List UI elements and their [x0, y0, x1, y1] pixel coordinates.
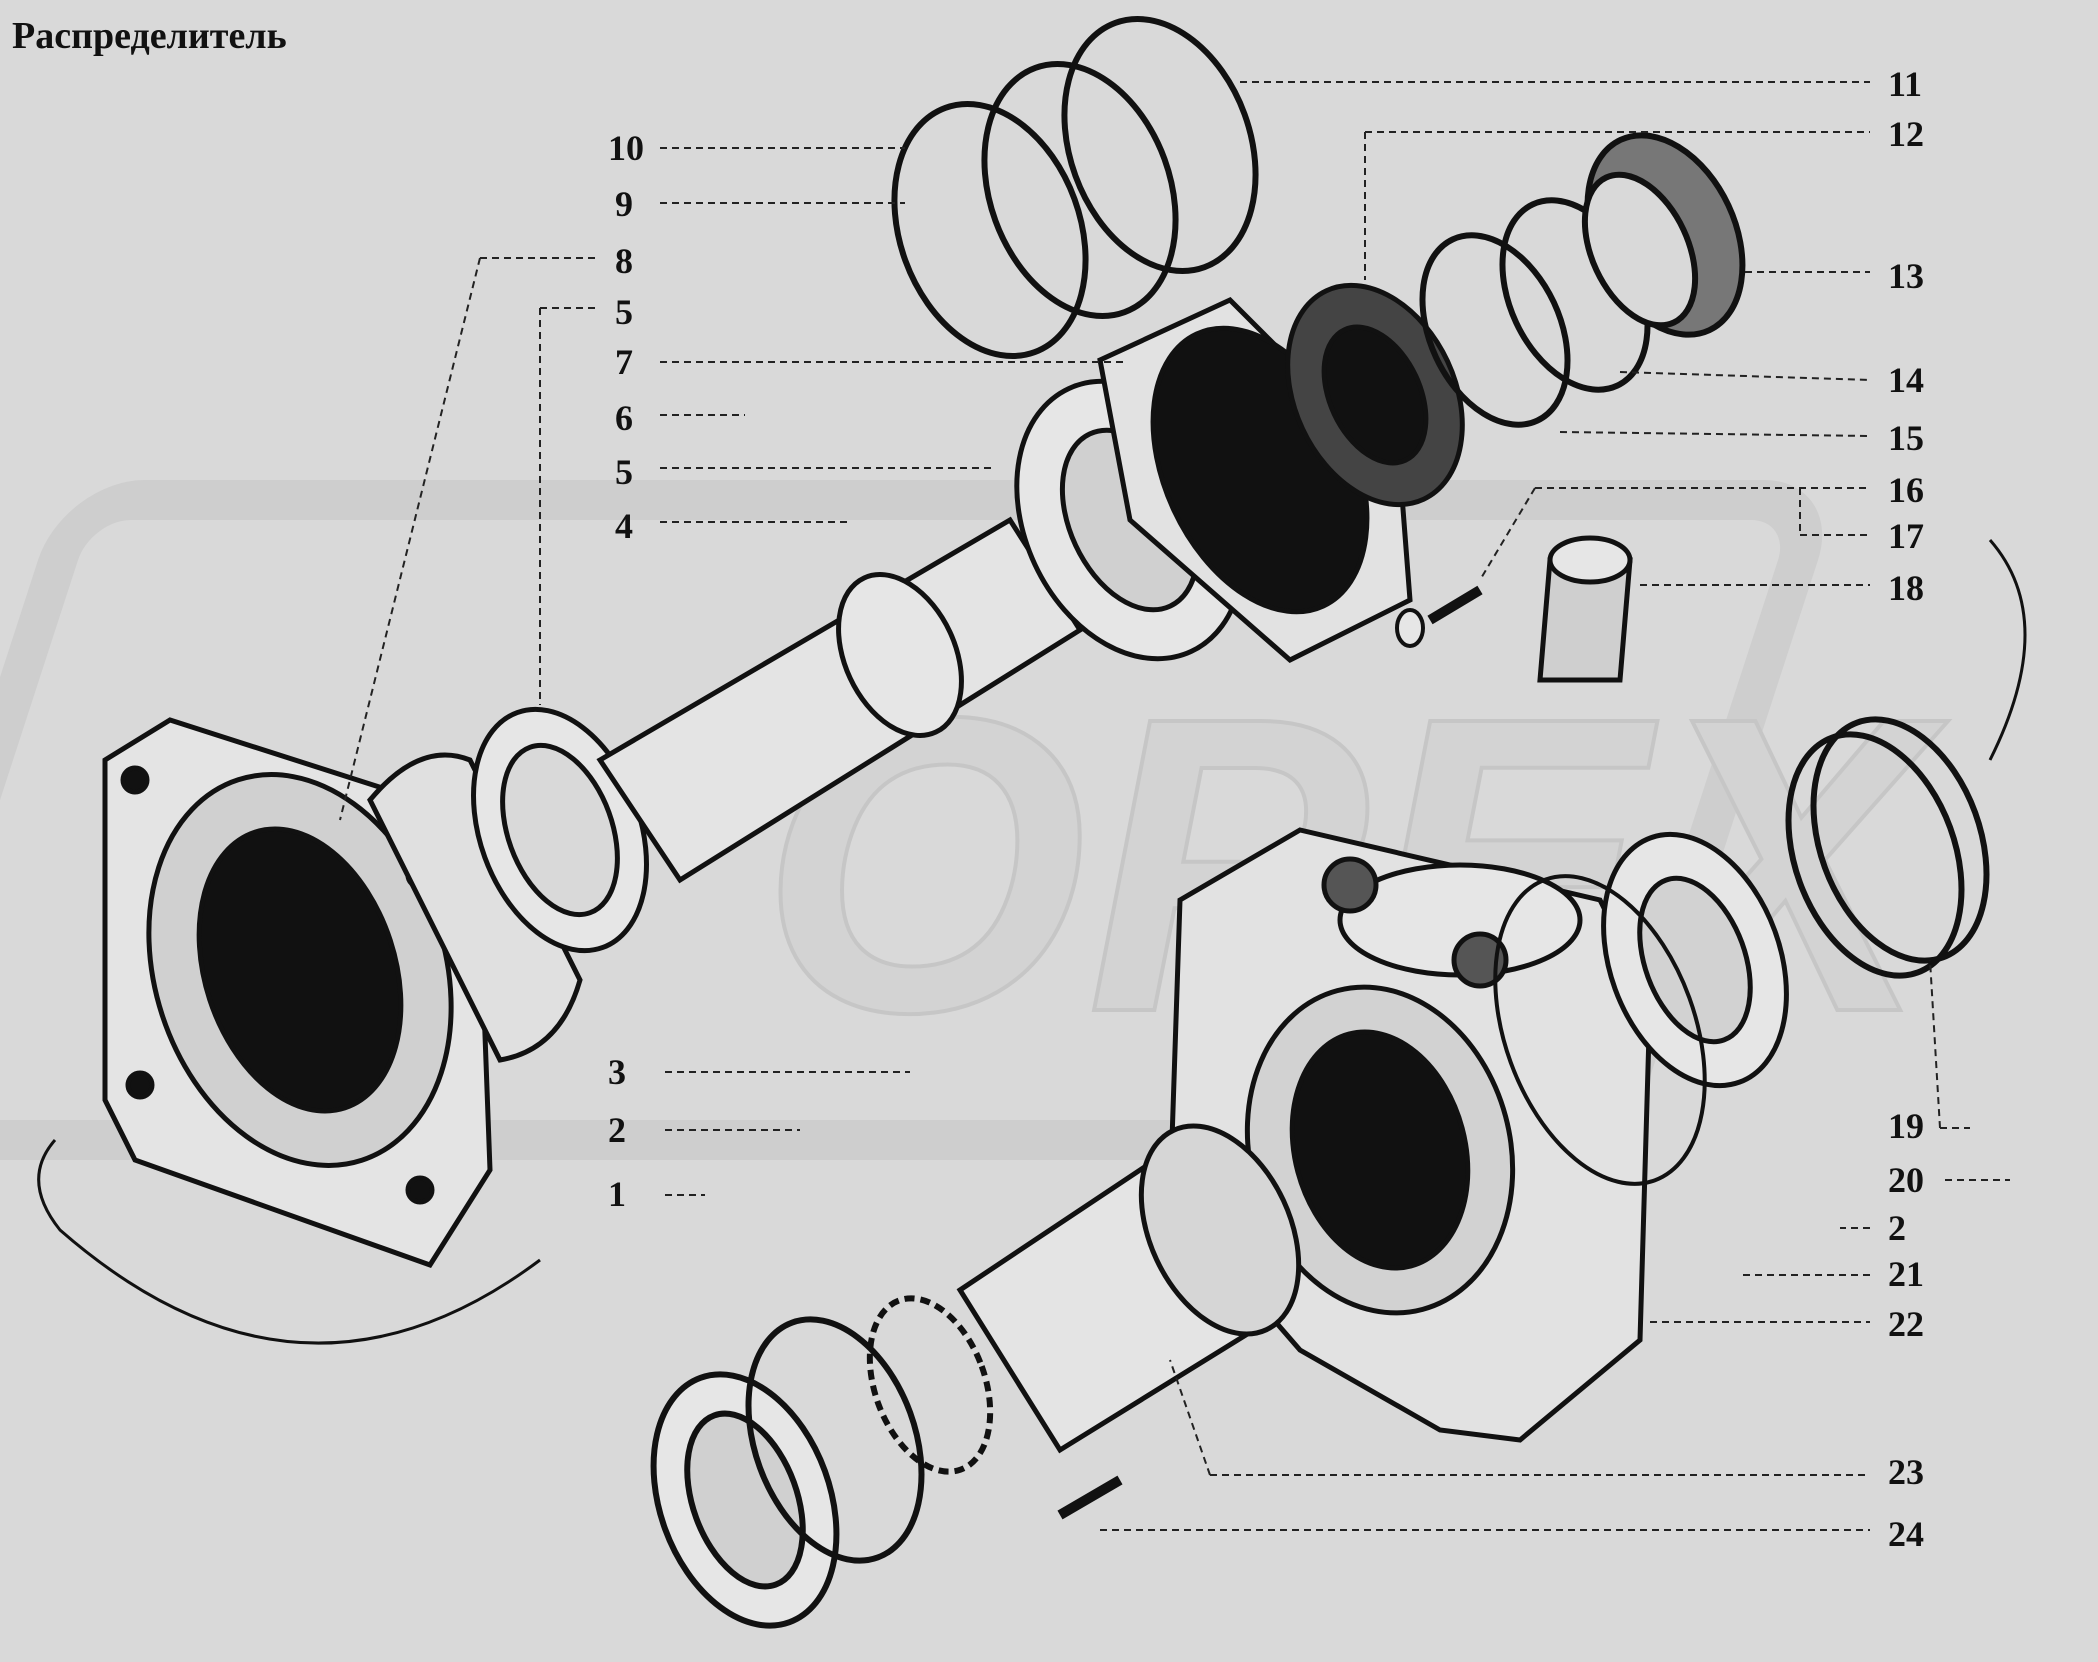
callout-label: 5 [615, 452, 633, 492]
callout-21: 21 [1740, 1254, 1924, 1294]
callout-label: 9 [615, 184, 633, 224]
callout-6: 6 [615, 398, 745, 438]
callout-label: 15 [1888, 418, 1924, 458]
callout-2a: 2 [608, 1110, 800, 1150]
flange-housing [102, 717, 583, 1269]
leader-line [339, 257, 481, 821]
rings-9-10-11 [891, 16, 1259, 359]
spool-23 [956, 1123, 1302, 1454]
callout-label: 24 [1888, 1514, 1924, 1554]
callout-label: 21 [1888, 1254, 1924, 1294]
bearing-left [471, 706, 649, 954]
callout-label: 19 [1888, 1106, 1924, 1146]
cap-13 [1581, 132, 1746, 338]
callout-label: 5 [615, 292, 633, 332]
callout-5b: 5 [615, 452, 995, 492]
callout-10: 10 [608, 128, 905, 168]
callout-label: 7 [615, 342, 633, 382]
pin-24 [1057, 1475, 1123, 1520]
callout-7: 7 [615, 342, 1125, 382]
fitting-18 [1537, 535, 1633, 683]
rotation-arrows [37, 539, 2027, 1345]
leader-line [1619, 371, 1871, 381]
callout-17: 17 [1799, 488, 1924, 556]
leader-line [1169, 1359, 1211, 1476]
callout-label: 17 [1888, 516, 1924, 556]
callout-label: 13 [1888, 256, 1924, 296]
callout-label: 3 [608, 1052, 626, 1092]
callout-label: 22 [1888, 1304, 1924, 1344]
callout-12: 12 [1364, 114, 1924, 280]
callout-24: 24 [1100, 1514, 1924, 1554]
shaft [596, 516, 1084, 884]
callout-label: 11 [1888, 64, 1922, 104]
callout-label: 23 [1888, 1452, 1924, 1492]
callout-18: 18 [1640, 568, 1924, 608]
callout-9: 9 [615, 184, 905, 224]
nut-washer-gear [650, 1295, 994, 1629]
callout-1: 1 [608, 1174, 705, 1214]
callout-label: 6 [615, 398, 633, 438]
callout-label: 4 [615, 506, 633, 546]
callout-19: 19 [1888, 959, 1970, 1146]
callout-4: 4 [615, 506, 850, 546]
leader-line [1479, 487, 1536, 581]
callout-2b: 2 [1840, 1208, 1906, 1248]
callout-label: 10 [608, 128, 644, 168]
callout-14: 14 [1619, 360, 1924, 400]
callout-label: 12 [1888, 114, 1924, 154]
callout-11: 11 [1240, 64, 1922, 104]
callout-label: 16 [1888, 470, 1924, 510]
callout-label: 14 [1888, 360, 1924, 400]
callout-23: 23 [1169, 1359, 1924, 1492]
callout-label: 1 [608, 1174, 626, 1214]
leader-line [1559, 431, 1871, 437]
callout-label: 18 [1888, 568, 1924, 608]
callout-13: 13 [1745, 256, 1924, 296]
callout-label: 8 [615, 241, 633, 281]
callout-15: 15 [1559, 418, 1924, 458]
distributor-housing [1167, 827, 1653, 1443]
callout-20: 20 [1888, 1160, 2010, 1200]
leader-line [1929, 959, 1941, 1129]
seal-12 [1285, 282, 1465, 508]
callout-label: 2 [608, 1110, 626, 1150]
callout-5a: 5 [539, 292, 633, 705]
ring-19-20 [1785, 716, 1990, 979]
callout-label: 2 [1888, 1208, 1906, 1248]
page-title: Распределитель [12, 15, 287, 57]
bolt-16 [1395, 585, 1483, 648]
callout-3: 3 [608, 1052, 910, 1092]
callout-label: 20 [1888, 1160, 1924, 1200]
callout-8: 8 [339, 241, 633, 821]
callout-22: 22 [1650, 1304, 1924, 1344]
callout-16: 16 [1479, 470, 1924, 581]
bearing-right [1493, 831, 1789, 1186]
